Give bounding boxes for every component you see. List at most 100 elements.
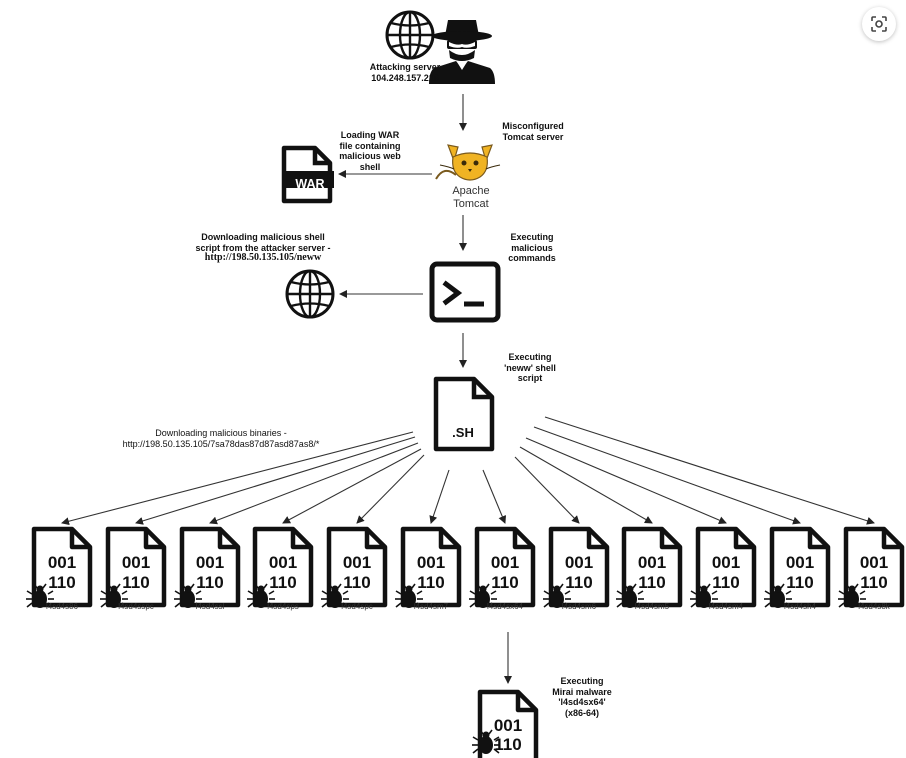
executing-script-label-line-2: 'neww' shell — [504, 362, 556, 373]
fan-arrow — [514, 456, 580, 524]
fan-arrow — [533, 426, 801, 525]
tomcat-server-label: Misconfigured Tomcat server — [488, 121, 578, 142]
tomcat-server-label-line-1: Misconfigured — [502, 121, 564, 131]
binary-code-line-2: 110 — [196, 573, 223, 592]
binary-name-label: l4sd4s86 — [45, 602, 79, 611]
binary-code-line-1: 001 — [638, 553, 666, 572]
attacking-server-label: Attacking server 104.248.157.218 — [340, 62, 470, 83]
visual-search-button[interactable] — [862, 7, 896, 41]
binary-code-line-2: 110 — [494, 735, 521, 754]
tomcat-logo-line-1: Apache — [452, 185, 489, 197]
war-file-label-line-1: Loading WAR — [340, 130, 400, 140]
tomcat-logo-icon — [435, 144, 501, 181]
war-file-label-line-3: malicious web — [339, 151, 401, 161]
binary-name-label: l4sd4sspc — [118, 602, 154, 611]
binary-code-line-2: 110 — [712, 573, 739, 592]
executing-script-label-line-1: Executing — [508, 352, 552, 362]
binary-code-line-2: 110 — [269, 573, 296, 592]
globe-icon — [285, 269, 335, 319]
mirai-binary-file-icon: 001 110 — [471, 692, 536, 758]
executing-commands-label-line-1: Executing — [510, 232, 554, 242]
fan-arrow — [135, 436, 416, 525]
binary-code-line-2: 110 — [491, 573, 518, 592]
binary-code-line-1: 001 — [565, 553, 593, 572]
binary-code-line-1: 001 — [417, 553, 445, 572]
binary-name-label: l4sd4sm4 — [708, 602, 744, 611]
tomcat-logo-line-2: Tomcat — [453, 198, 488, 210]
hacker-icon — [429, 20, 495, 84]
binary-code-line-2: 110 — [417, 573, 444, 592]
binary-code-line-1: 001 — [786, 553, 814, 572]
executing-commands-label-line-3: commands — [508, 253, 556, 263]
attacking-server-label-line-1: Attacking server — [369, 62, 441, 72]
download-binaries-url: http://198.50.135.105/7sa78das87d87asd87… — [122, 438, 320, 449]
binary-code-line-2: 110 — [638, 573, 665, 592]
binary-name-label: l4sd4sx64 — [486, 602, 524, 611]
shell-script-icon — [433, 376, 495, 452]
download-shell-label-line-1: Downloading malicious shell — [201, 232, 325, 242]
binary-code-line-2: 110 — [565, 573, 592, 592]
fan-arrow — [525, 437, 727, 524]
binary-code-line-2: 110 — [48, 573, 75, 592]
attacking-server-ip: 104.248.157.218 — [371, 72, 439, 83]
binary-code-line-1: 001 — [48, 553, 76, 572]
binary-name-label: l4sd4sm5 — [634, 602, 670, 611]
fan-arrow — [429, 469, 450, 524]
executing-commands-label: Executing malicious commands — [492, 232, 572, 264]
binary-name-label: l4sd4ssl — [195, 602, 225, 611]
binary-code-line-1: 001 — [712, 553, 740, 572]
download-binaries-label: Downloading malicious binaries - http://… — [96, 428, 346, 449]
executing-commands-label-line-2: malicious — [511, 242, 553, 253]
fan-arrow — [544, 416, 875, 525]
binary-code-line-1: 001 — [269, 553, 297, 572]
fan-arrow — [209, 442, 419, 525]
binary-code-line-1: 001 — [494, 716, 522, 735]
fan-arrow — [519, 446, 653, 524]
executing-mirai-label-line-3: 'l4sd4sx64' — [558, 697, 606, 707]
binary-name-label: l4sd4s8k — [858, 602, 890, 611]
lens-icon — [871, 16, 887, 32]
fan-arrow — [482, 469, 507, 524]
executing-script-label-line-3: script — [517, 373, 543, 383]
executing-mirai-label: Executing Mirai malware 'l4sd4sx64' (x86… — [542, 676, 622, 718]
tomcat-server-label-line-2: Tomcat server — [502, 131, 564, 142]
binary-code-line-2: 110 — [786, 573, 813, 592]
binary-code-line-1: 001 — [196, 553, 224, 572]
fan-arrow — [61, 431, 414, 526]
fan-arrow — [356, 454, 425, 524]
binary-code-line-2: 110 — [122, 573, 149, 592]
war-badge: WAR — [295, 177, 324, 191]
war-file-label-line-2: file containing — [339, 140, 401, 151]
download-shell-label-line-2: script from the attacker server - — [195, 242, 331, 253]
binary-code-line-1: 001 — [122, 553, 150, 572]
download-binaries-label-line-1: Downloading malicious binaries - — [155, 428, 287, 438]
executing-script-label: Executing 'neww' shell script — [490, 352, 570, 384]
binary-code-line-2: 110 — [343, 573, 370, 592]
war-file-label-line-4: shell — [359, 161, 381, 172]
executing-mirai-label-line-1: Executing — [560, 676, 604, 686]
war-file-icon — [281, 145, 334, 204]
executing-mirai-label-line-2: Mirai malware — [552, 686, 612, 697]
download-shell-url: http://198.50.135.105/neww — [204, 252, 322, 263]
terminal-icon — [429, 261, 501, 323]
binary-name-label: l4sd4sps — [267, 602, 299, 611]
executing-mirai-label-line-4: (x86-64) — [564, 707, 600, 718]
binary-code-line-1: 001 — [491, 553, 519, 572]
binary-code-line-2: 110 — [860, 573, 887, 592]
binary-name-label: l4sd4spc — [341, 602, 373, 611]
binary-name-label: l4sd4sm6 — [561, 602, 597, 611]
sh-badge: .SH — [452, 425, 474, 440]
binary-name-label: l4sd4sh4 — [783, 602, 817, 611]
